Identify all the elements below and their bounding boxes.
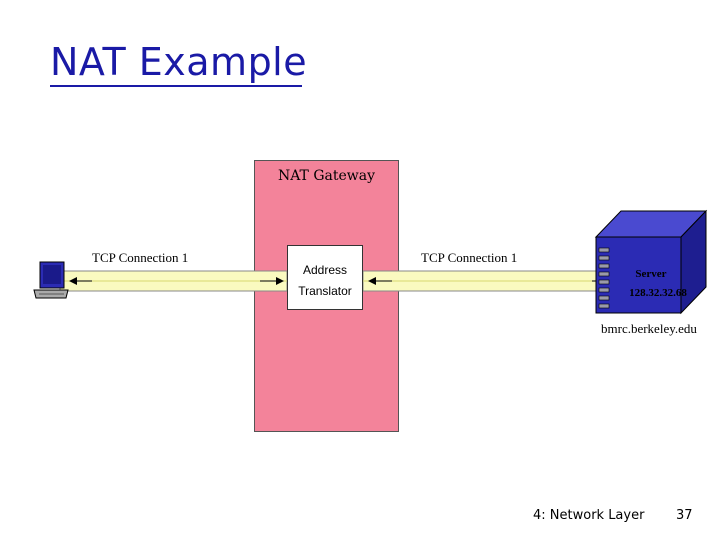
address-translator-box (287, 245, 363, 310)
tcp-connection-left-label: TCP Connection 1 (92, 250, 189, 265)
server-hostname: bmrc.berkeley.edu (601, 321, 697, 336)
tcp-connection-left-tube (59, 270, 288, 292)
tcp-connection-right-label: TCP Connection 1 (421, 250, 518, 265)
slide-title: NAT Example (50, 40, 308, 84)
server-icon: Server 128.32.32.68 (594, 209, 708, 315)
footer-section: 4: Network Layer (533, 508, 645, 523)
title-underline (50, 85, 302, 87)
server-ip: 128.32.32.68 (629, 287, 687, 299)
translator-line1: Address (302, 263, 348, 277)
server-name: Server (635, 268, 666, 280)
address-translator-label: Address Translator (287, 260, 363, 302)
footer-page-number: 37 (676, 508, 693, 523)
tcp-connection-right-tube (362, 270, 622, 292)
computer-icon (33, 261, 69, 299)
translator-line2: Translator (298, 284, 352, 298)
nat-gateway-label: NAT Gateway (277, 168, 376, 184)
